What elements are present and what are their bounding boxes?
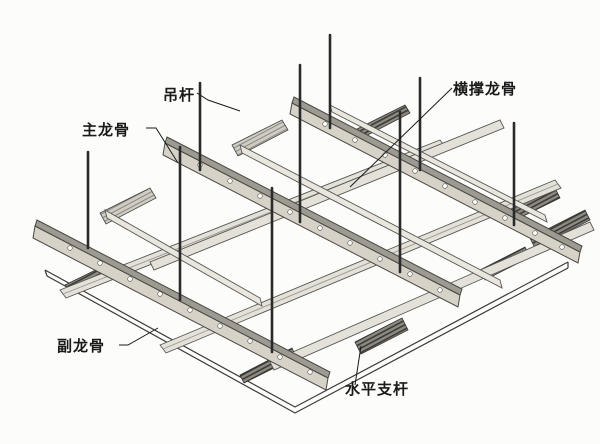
main-keel-1	[32, 219, 331, 391]
main-keel-2	[162, 136, 463, 308]
ceiling-board	[44, 261, 569, 414]
leader-lines	[119, 87, 453, 386]
leader-secondary-keel	[119, 327, 159, 346]
main-keels	[32, 96, 583, 391]
label-hanger-rod: 吊杆	[163, 86, 196, 104]
label-secondary-keel: 副龙骨	[57, 337, 106, 355]
label-cross-brace-keel: 横撑龙骨	[453, 80, 518, 98]
hanger-rods	[86, 33, 516, 354]
main-keel-3	[289, 96, 583, 264]
label-main-keel: 主龙骨	[82, 121, 131, 139]
leader-cross-brace-keel	[349, 87, 453, 188]
cross-brace-keels	[104, 104, 548, 307]
leader-hanger-rod	[196, 92, 241, 112]
leader-main-keel	[146, 127, 179, 164]
label-horizontal-support-rod: 水平支杆	[345, 380, 410, 398]
leader-horizontal-support-rod	[354, 345, 362, 386]
